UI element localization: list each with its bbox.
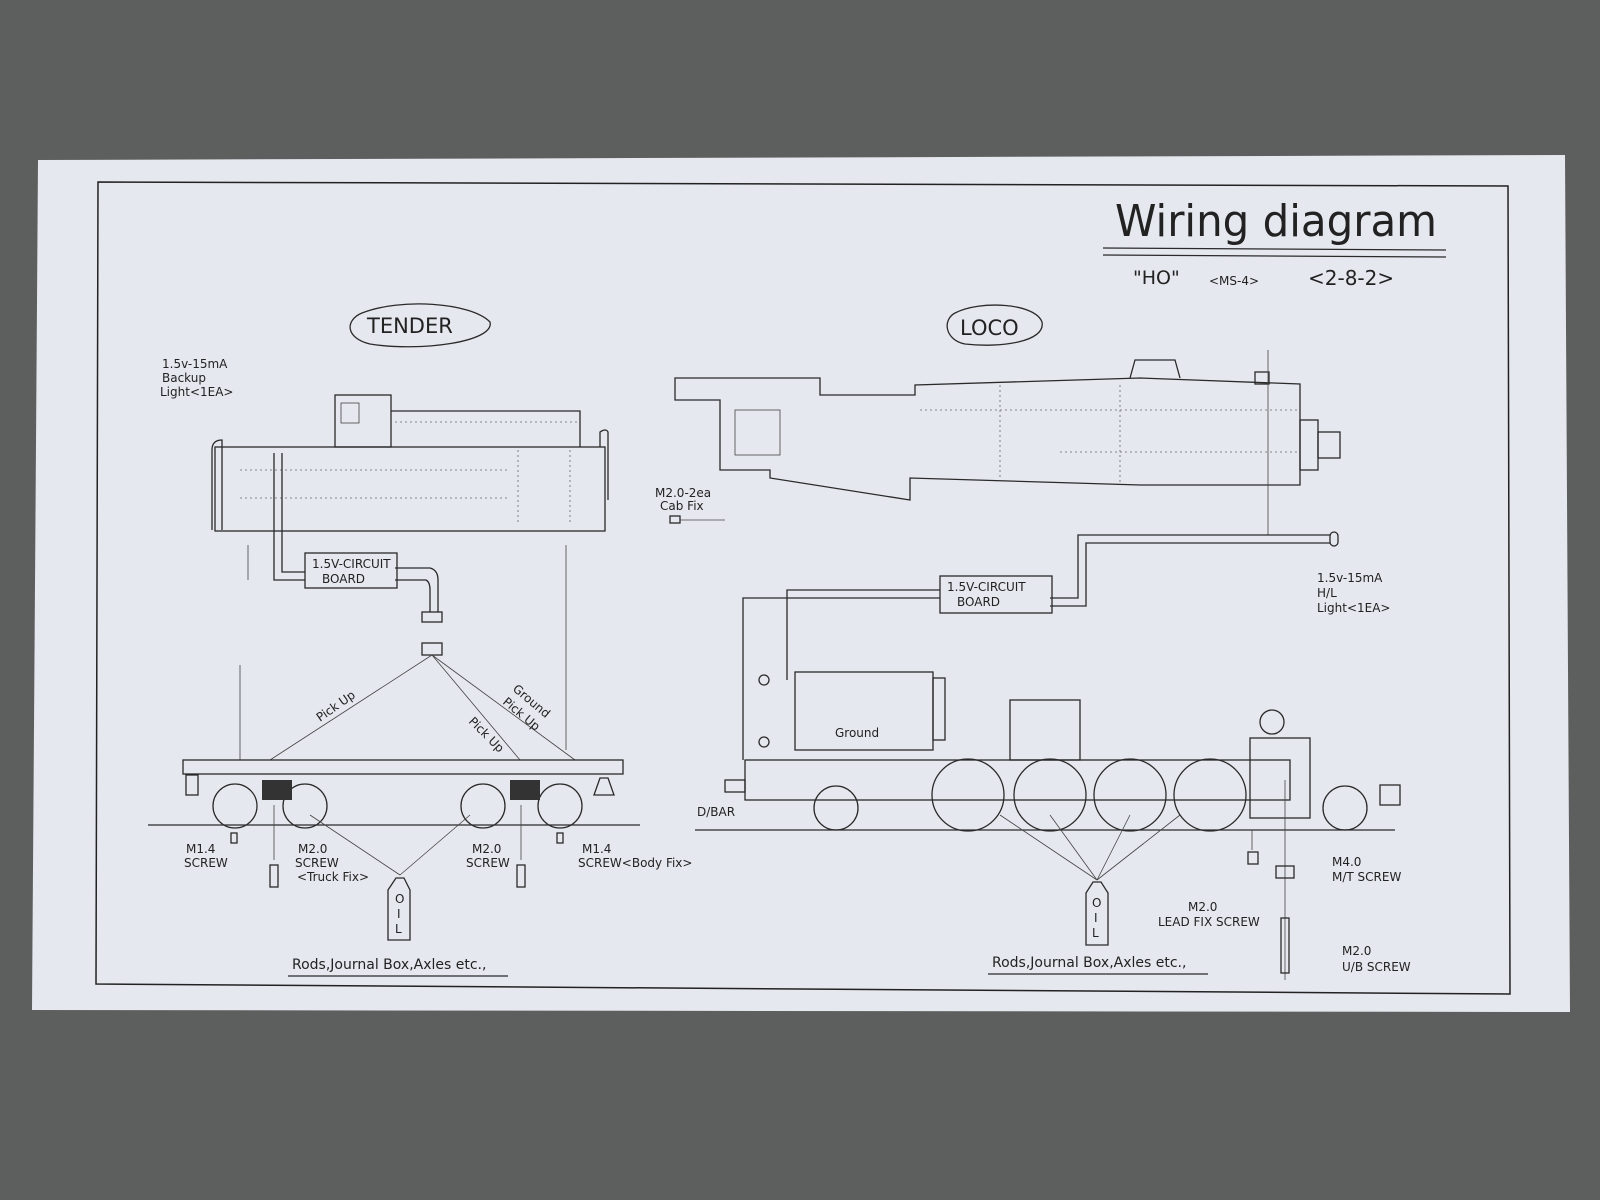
screw-icon [1280,917,1290,974]
loco-circuit-board-label: 1.5V-CIRCUIT [947,580,1026,594]
loco-circuit-board [939,575,1053,614]
oil-letter: O [1092,896,1101,910]
loco-wire-end [1329,531,1339,547]
svg-text:Light<1EA>: Light<1EA> [160,385,233,399]
wheel-arrangement-label: <2-8-2> [1308,266,1394,290]
tender-connector [421,611,443,623]
svg-text:SCREW: SCREW [466,856,510,870]
screw-icon [230,832,238,844]
svg-text:M1.4: M1.4 [186,842,215,856]
loco-lubrication-note: Rods,Journal Box,Axles etc., [992,955,1186,971]
tender-chassis [182,759,624,829]
tender-wire [273,453,439,612]
svg-text:M2.0-2ea: M2.0-2ea [655,486,711,500]
loco-chassis [724,671,1401,832]
diagram-title: Wiring diagram [1115,196,1437,247]
oil-letter: L [395,922,402,936]
svg-text:Light<1EA>: Light<1EA> [1317,601,1390,615]
svg-text:H/L: H/L [1317,586,1337,600]
loco-heading-outline [946,304,1043,346]
svg-text:M2.0: M2.0 [298,842,327,856]
model-label: <MS-4> [1209,274,1259,288]
screw-icon [269,864,279,888]
ground-label: Ground [835,726,879,740]
svg-text:M/T SCREW: M/T SCREW [1332,870,1401,884]
paper-sheet [32,155,1570,1012]
screw-icon [556,832,564,844]
m20-truck-screw-label: M2.0 SCREW <Truck Fix> [295,842,369,884]
m14-body-screw-label: M1.4 SCREW<Body Fix> [578,842,692,870]
cab-fix-screw-icon [669,515,681,524]
loco-wire [742,534,1330,760]
loco-oil-can-icon [1085,881,1109,946]
tender-heading-outline [349,303,491,348]
oil-letter: O [395,892,404,906]
svg-text:Backup: Backup [162,371,206,385]
m40-screw-label: M4.0 M/T SCREW [1332,855,1401,884]
ub-screw-label: M2.0 U/B SCREW [1342,944,1411,974]
loco-heading: LOCO [960,316,1019,340]
oil-letter: I [1094,911,1098,925]
svg-text:M2.0: M2.0 [472,842,501,856]
tender-side-view [211,394,609,532]
tender-heading: TENDER [366,314,453,338]
tender-circuit-board-label: 1.5V-CIRCUIT [312,557,391,571]
svg-text:1.5v-15mA: 1.5v-15mA [1317,571,1383,585]
screw-icon [1275,865,1295,879]
cab-fix-label: M2.0-2ea Cab Fix [655,486,711,513]
headlight-label: 1.5v-15mA H/L Light<1EA> [1317,571,1390,615]
tender-circuit-board-label-2: BOARD [322,572,365,586]
tender-lubrication-note: Rods,Journal Box,Axles etc., [292,957,486,973]
svg-text:Cab Fix: Cab Fix [660,499,704,513]
svg-text:SCREW<Body Fix>: SCREW<Body Fix> [578,856,692,870]
screw-icon [1247,851,1259,865]
svg-text:<Truck Fix>: <Truck Fix> [297,870,369,884]
tender-pickup-wires [269,654,576,761]
svg-text:LEAD FIX SCREW: LEAD FIX SCREW [1158,915,1260,929]
drawing-border [95,181,1511,995]
loco-side-view [674,350,1341,535]
svg-text:M2.0: M2.0 [1342,944,1371,958]
svg-text:SCREW: SCREW [184,856,228,870]
svg-text:U/B SCREW: U/B SCREW [1342,960,1411,974]
backup-light-label: 1.5v-15mA Backup Light<1EA> [160,357,233,399]
m20-screw-label: M2.0 SCREW [466,842,510,870]
svg-text:M4.0: M4.0 [1332,855,1361,869]
m14-screw-label: M1.4 SCREW [184,842,228,870]
tender-circuit-board [304,552,398,589]
tender-oil-can-icon [387,877,411,941]
dbar-label: D/BAR [697,805,735,819]
lead-fix-screw-label: M2.0 LEAD FIX SCREW [1158,900,1260,929]
svg-text:M2.0: M2.0 [1188,900,1217,914]
screw-icon [516,864,526,888]
loco-circuit-board-label-2: BOARD [957,595,1000,609]
scale-label: "HO" [1133,267,1180,289]
oil-letter: I [397,907,401,921]
svg-text:M1.4: M1.4 [582,842,611,856]
svg-text:SCREW: SCREW [295,856,339,870]
svg-text:1.5v-15mA: 1.5v-15mA [162,357,228,371]
oil-letter: L [1092,926,1099,940]
